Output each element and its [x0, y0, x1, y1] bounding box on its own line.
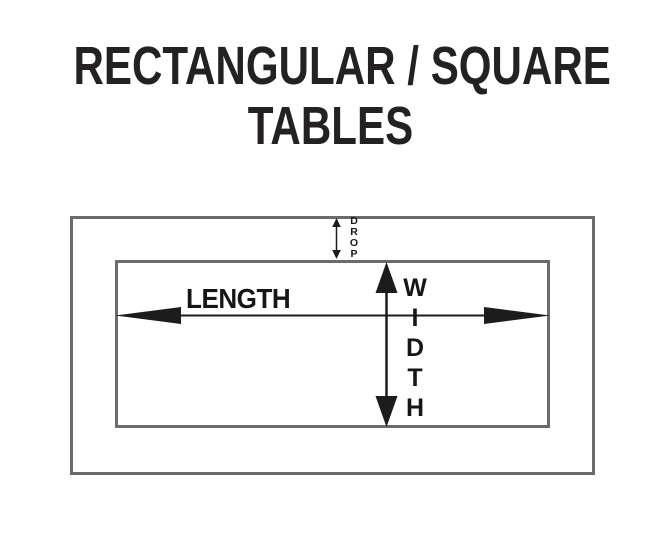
width-arrow [375, 262, 398, 427]
tabletop-outline [115, 260, 550, 428]
tablecloth-outline [70, 216, 595, 475]
length-arrow [115, 307, 550, 324]
page-title: RECTANGULAR / SQUARE TABLES [73, 36, 611, 156]
page-title-line2: TABLES [247, 96, 414, 156]
length-dimension-label: LENGTH [186, 283, 291, 314]
drop-arrow [332, 218, 341, 259]
page-title-line1: RECTANGULAR / SQUARE [73, 36, 611, 96]
